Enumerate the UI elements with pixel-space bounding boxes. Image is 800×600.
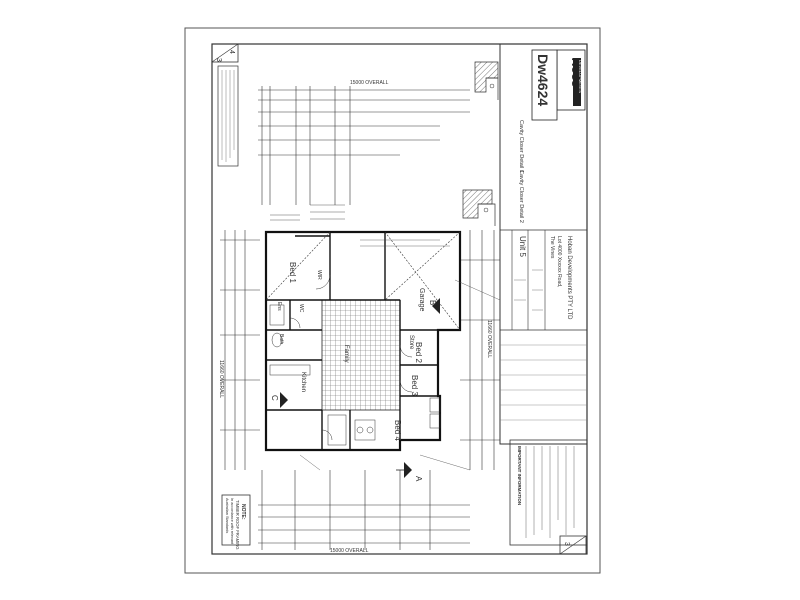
room-garage: Garage	[418, 288, 425, 311]
section-marker-c: C	[270, 392, 288, 408]
room-ensuite: Ens	[276, 302, 282, 311]
note-body-2: In accordance with relevant	[230, 498, 234, 545]
dimension-right	[460, 230, 500, 470]
sheet-number: 3	[215, 58, 222, 62]
annotation-leaders	[299, 239, 501, 471]
important-information-block: IMPORTANT INFORMATION	[509, 439, 588, 546]
room-store: Store	[408, 335, 414, 350]
brand-sub: DEVELOPMENTS	[578, 60, 583, 93]
top-overall-dimension: 15000 OVERALL	[350, 80, 389, 86]
top-notes-box	[217, 65, 239, 167]
room-wc: WC	[298, 304, 304, 313]
sheet-total: 4	[228, 50, 235, 54]
site-address: Lot 4000 Xxxxxx Road,	[556, 236, 562, 287]
room-bed4: Bed 4	[393, 420, 402, 441]
room-bath: Bath	[278, 334, 284, 345]
svg-text:C: C	[270, 395, 279, 401]
note-body: TIMBER ROOF FRAMING	[235, 500, 240, 550]
room-bed1: Bed 1	[288, 262, 297, 283]
bottom-overall-dimension: 15000 OVERALL	[330, 548, 369, 554]
section-marker-b: B	[428, 298, 440, 314]
room-bed2: Bed 2	[414, 342, 423, 363]
section-marker-a: A	[396, 462, 423, 482]
detail-1-label: Cavity Closer Detail 1	[518, 120, 524, 173]
room-robe: WIR	[316, 270, 322, 280]
detail-2-label: Cavity Closer Detail 2	[518, 170, 524, 223]
dimension-bottom	[258, 470, 470, 550]
client-name: Hoban Developments PTY LTD	[566, 236, 572, 320]
sheet-number-bottom: 3	[563, 542, 570, 546]
cavity-detail-1-sketch	[474, 61, 499, 100]
left-overall-dimension: 11660 OVERALL	[218, 360, 224, 398]
note-title: NOTE:	[240, 504, 246, 520]
dimension-left	[220, 230, 260, 470]
note-body-3: Australian Standards	[225, 498, 229, 533]
cavity-detail-2-sketch	[462, 189, 496, 226]
room-bed3: Bed 3	[410, 375, 419, 396]
title-block: Ross DEVELOPMENTS Dw4624 Cavity Closer D…	[462, 43, 588, 445]
right-overall-dimension: 11660 OVERALL	[486, 320, 492, 358]
site-address-2: The Vines	[549, 236, 555, 259]
dimension-top	[258, 86, 470, 205]
room-kitchen: Kitchen	[300, 372, 306, 392]
room-family: Family	[343, 345, 349, 363]
tiled-floor-area	[321, 299, 401, 411]
important-title: IMPORTANT INFORMATION	[517, 446, 522, 505]
svg-text:B: B	[428, 300, 437, 305]
timber-note-box: NOTE: TIMBER ROOF FRAMING In accordance …	[221, 494, 251, 550]
unit-label: Unit 5	[518, 236, 527, 257]
sheet-number-top: 3 4	[211, 43, 239, 63]
drawing-number: Dw4624	[535, 54, 551, 106]
floor-plan: Bed 1 Garage Store Bed 2 Bed 3 Bed 4 Fam…	[264, 204, 462, 452]
svg-text:A: A	[414, 476, 423, 482]
